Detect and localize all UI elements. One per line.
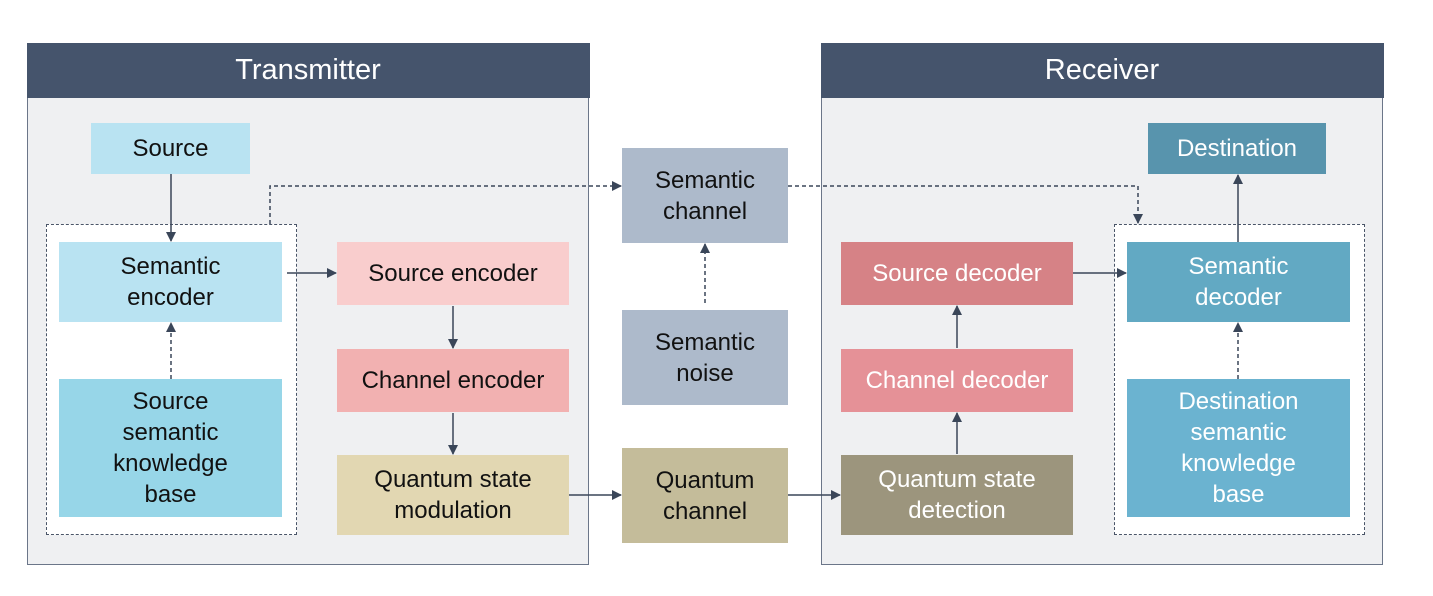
source-block: Source: [91, 123, 250, 174]
destination-block: Destination: [1148, 123, 1326, 174]
transmitter-title: Transmitter: [26, 42, 590, 98]
channel-encoder-block: Channel encoder: [337, 349, 569, 412]
channel-decoder-block: Channel decoder: [841, 349, 1073, 412]
source-decoder-block: Source decoder: [841, 242, 1073, 305]
source-encoder-block: Source encoder: [337, 242, 569, 305]
receiver-title: Receiver: [820, 42, 1384, 98]
